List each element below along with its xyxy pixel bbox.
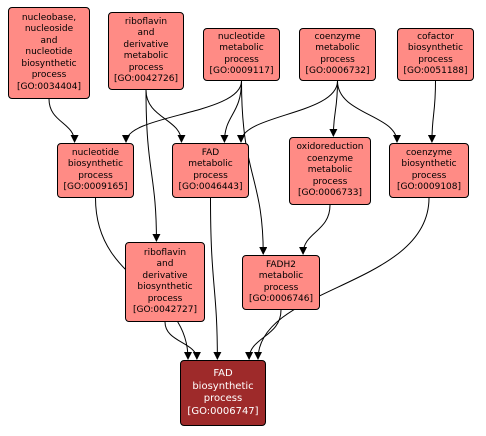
- node-go0006746[interactable]: FADH2 metabolic process [GO:0006746]: [242, 255, 320, 310]
- node-go0051188[interactable]: cofactor biosynthetic process [GO:005118…: [397, 28, 474, 81]
- edge-go0009117-to-go0009165: [122, 80, 242, 143]
- node-label: FAD metabolic process [GO:0046443]: [178, 147, 243, 193]
- node-go0009117[interactable]: nucleotide metabolic process [GO:0009117…: [203, 28, 280, 81]
- edge-go0006733-to-go0006746: [299, 204, 331, 255]
- node-label: nucleotide metabolic process [GO:0009117…: [209, 31, 274, 77]
- node-go0042726[interactable]: riboflavin and derivative metabolic proc…: [108, 12, 184, 90]
- edge-go0046443-to-go0006747: [210, 197, 222, 360]
- edge-go0042726-to-go0042727: [145, 89, 161, 242]
- node-label: coenzyme biosynthetic process [GO:000910…: [396, 147, 462, 193]
- node-label: coenzyme metabolic process [GO:0006732]: [305, 31, 370, 77]
- node-label: riboflavin and derivative biosynthetic p…: [132, 247, 198, 316]
- node-go0006732[interactable]: coenzyme metabolic process [GO:0006732]: [299, 28, 376, 81]
- node-go0009165[interactable]: nucleotide biosynthetic process [GO:0009…: [57, 143, 134, 198]
- edge-go0034404-to-go0009165: [48, 98, 79, 143]
- edge-go0006732-to-go0009108: [337, 80, 401, 143]
- node-label: FADH2 metabolic process [GO:0006746]: [248, 259, 314, 305]
- node-label: cofactor biosynthetic process [GO:005118…: [403, 31, 468, 77]
- node-label: FAD biosynthetic process [GO:0006747]: [187, 368, 259, 417]
- node-go0006747[interactable]: FAD biosynthetic process [GO:0006747]: [180, 360, 266, 426]
- node-label: nucleobase, nucleoside and nucleotide bi…: [16, 12, 82, 92]
- node-label: nucleotide biosynthetic process [GO:0009…: [63, 147, 128, 193]
- edge-go0006732-to-go0046443: [237, 80, 338, 143]
- edge-go0009117-to-go0006746: [241, 80, 268, 255]
- node-go0006733[interactable]: oxidoreduction coenzyme metabolic proces…: [289, 137, 371, 205]
- edge-go0042726-to-go0046443: [145, 89, 186, 143]
- node-go0046443[interactable]: FAD metabolic process [GO:0046443]: [172, 143, 249, 198]
- node-go0009108[interactable]: coenzyme biosynthetic process [GO:000910…: [389, 143, 469, 198]
- edge-go0009117-to-go0046443: [220, 80, 242, 143]
- node-label: riboflavin and derivative metabolic proc…: [113, 16, 179, 85]
- node-go0034404[interactable]: nucleobase, nucleoside and nucleotide bi…: [8, 7, 90, 99]
- edge-go0051188-to-go0009108: [427, 80, 436, 143]
- node-go0042727[interactable]: riboflavin and derivative biosynthetic p…: [125, 242, 205, 322]
- edge-go0006732-to-go0006733: [329, 80, 338, 137]
- edge-go0042727-to-go0006747: [164, 321, 201, 360]
- edge-go0006746-to-go0006747: [245, 309, 282, 360]
- node-label: oxidoreduction coenzyme metabolic proces…: [296, 142, 364, 199]
- edge-go0009108-to-go0006747: [254, 197, 430, 360]
